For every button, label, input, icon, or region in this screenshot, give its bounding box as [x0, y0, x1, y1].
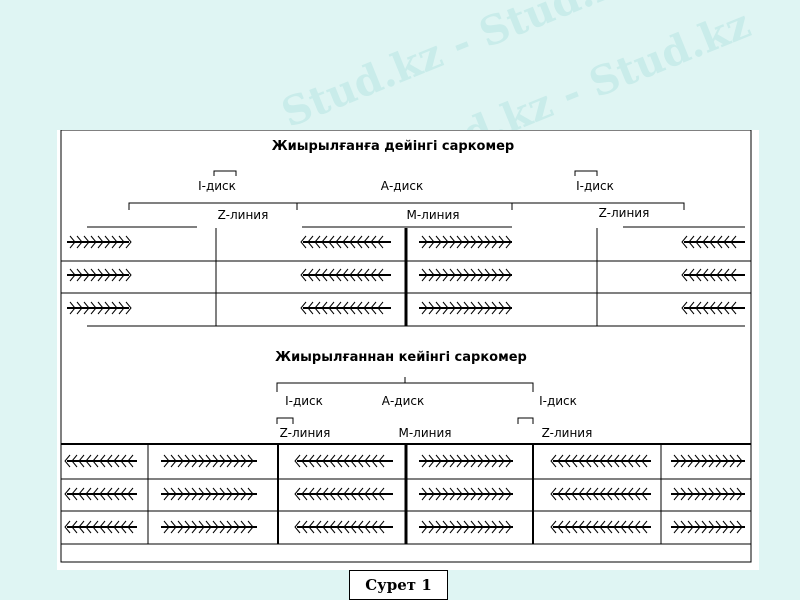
cross-bridges	[300, 235, 384, 249]
cross-bridges	[69, 235, 132, 249]
cross-bridges	[69, 268, 132, 282]
cross-bridges	[163, 520, 254, 534]
cross-bridges	[550, 520, 648, 534]
top-z-line-right-label: Z-линия	[599, 206, 650, 220]
cross-bridges	[421, 235, 512, 249]
cross-bridges	[550, 487, 648, 501]
cross-bridges	[294, 454, 385, 468]
sarcomere-figure: Жиырылғанға дейінгі саркомер I-диск А-ди…	[57, 130, 759, 570]
top-a-disc-label: А-диск	[381, 179, 423, 193]
top-grid	[61, 226, 751, 327]
cross-bridges	[421, 520, 512, 534]
figure-caption: Сурет 1	[349, 570, 448, 600]
bottom-brackets	[276, 377, 534, 424]
cross-bridges	[69, 301, 132, 315]
cross-bridges	[294, 487, 385, 501]
cross-bridges	[550, 454, 648, 468]
sarcomere-diagram: Жиырылғанға дейінгі саркомер I-диск А-ди…	[60, 130, 752, 563]
bottom-grid	[61, 443, 751, 545]
figure-frame	[60, 130, 752, 563]
cross-bridges	[681, 235, 737, 249]
cross-bridges	[421, 268, 512, 282]
top-brackets	[128, 170, 685, 210]
top-i-disc-left-label: I-диск	[198, 179, 236, 193]
cross-bridges	[300, 268, 384, 282]
top-title: Жиырылғанға дейінгі саркомер	[272, 139, 514, 154]
cross-bridges	[163, 454, 254, 468]
cross-bridges	[64, 487, 134, 501]
cross-bridges	[294, 520, 385, 534]
bottom-z-line-right-label: Z-линия	[542, 426, 593, 440]
top-z-line-left-label: Z-линия	[218, 208, 269, 222]
cross-bridges	[673, 454, 743, 468]
myofilaments	[64, 235, 745, 534]
watermark: Stud.kz - Stud.kz	[275, 0, 647, 137]
cross-bridges	[421, 454, 512, 468]
cross-bridges	[673, 520, 743, 534]
top-i-disc-right-label: I-диск	[576, 179, 614, 193]
bottom-m-line-label: М-линия	[398, 426, 451, 440]
bottom-i-disc-left-label: I-диск	[285, 394, 323, 408]
bottom-title: Жиырылғаннан кейінгі саркомер	[275, 350, 527, 365]
cross-bridges	[64, 520, 134, 534]
cross-bridges	[300, 301, 384, 315]
cross-bridges	[681, 301, 737, 315]
cross-bridges	[163, 487, 254, 501]
figure-caption-text: Сурет 1	[365, 576, 432, 594]
cross-bridges	[421, 487, 512, 501]
cross-bridges	[64, 454, 134, 468]
bottom-i-disc-right-label: I-диск	[539, 394, 577, 408]
bottom-a-disc-label: А-диск	[382, 394, 424, 408]
cross-bridges	[421, 301, 512, 315]
top-m-line-label: М-линия	[406, 208, 459, 222]
bottom-z-line-left-label: Z-линия	[280, 426, 331, 440]
cross-bridges	[681, 268, 737, 282]
cross-bridges	[673, 487, 743, 501]
